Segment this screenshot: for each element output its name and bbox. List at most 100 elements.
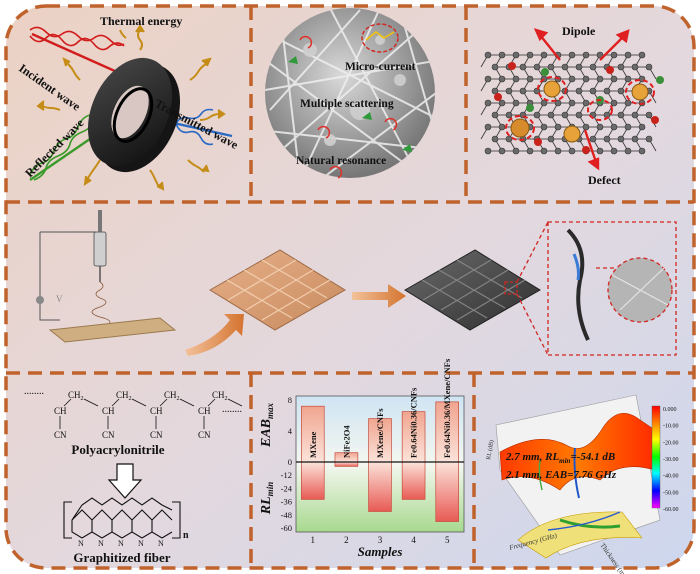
thermal-energy-label: Thermal energy	[100, 14, 182, 28]
oxygen-atoms	[494, 62, 659, 154]
carbon-atom	[561, 111, 569, 119]
x-tick-label: 4	[411, 535, 416, 545]
colorbar-tick-label: -60.00	[663, 507, 679, 513]
thermal-wave-icons	[36, 24, 226, 191]
natural-resonance-label: Natural resonance	[296, 155, 386, 167]
bar-rl-3	[368, 461, 392, 512]
voltage-symbol: V	[56, 294, 63, 304]
colorbar-tick-label: -50.00	[663, 490, 679, 496]
carbon-atom	[505, 111, 513, 119]
y-tick-bottom: -12	[281, 470, 292, 480]
carbon-atom	[540, 123, 548, 131]
zoom-callout	[516, 221, 677, 356]
carbon-atom	[617, 87, 625, 95]
carbon-atom	[610, 51, 618, 59]
outer-frame	[4, 4, 696, 570]
colorbar-tick-label: -10.00	[663, 424, 679, 430]
carbon-atom	[582, 51, 590, 59]
carbon-atom	[631, 135, 639, 143]
ch2-group: CH2	[212, 390, 228, 402]
chain-end-dots: ........	[222, 404, 242, 415]
surface-plot-panel: RL (dB) Thickness (mm) Frequency (GHz) 2…	[485, 394, 679, 574]
bar-rl-4	[401, 461, 426, 500]
incident-wave	[29, 26, 127, 78]
process-arrow-2	[352, 284, 406, 308]
polymer-label: Polyacrylonitrile	[71, 442, 164, 457]
ylabel-top: EABmax	[259, 402, 275, 448]
bond	[159, 398, 168, 407]
single-fiber	[566, 228, 590, 341]
bond	[63, 398, 72, 407]
conversion-arrow	[107, 463, 143, 499]
bond	[83, 398, 99, 407]
woven-fabric-carbonized	[404, 249, 541, 331]
dopant-atoms	[510, 80, 649, 143]
y-tick-bottom: -60	[281, 523, 292, 533]
y-tick-top: 8	[288, 395, 292, 405]
x-tick-label: 1	[311, 535, 316, 545]
svg-text:N: N	[158, 539, 164, 548]
carbon-atom	[610, 75, 618, 83]
carbon-atom	[624, 51, 632, 59]
process-panel: V	[36, 210, 677, 356]
carbon-atom	[568, 99, 576, 107]
carbon-atom	[624, 123, 632, 131]
carbon-atom	[617, 63, 625, 71]
dipole-arrows	[533, 28, 630, 171]
colorbar-tick-label: -40.00	[663, 474, 679, 480]
ch2-group: CH2	[116, 390, 132, 402]
x-tick-label: 5	[445, 535, 450, 545]
carbon-atom	[505, 135, 513, 143]
carbon-atom	[512, 147, 520, 155]
carbon-atom	[631, 63, 639, 71]
carbon-atom	[610, 99, 618, 107]
carbon-atom	[498, 123, 506, 131]
dipole-loops	[505, 76, 655, 141]
carbon-atom	[533, 111, 541, 119]
bar-label-3: MXene/CNFs	[375, 408, 385, 458]
ch-group: CH	[54, 406, 67, 416]
svg-text:N: N	[138, 539, 144, 548]
axis-rl-label: RL (dB)	[485, 439, 495, 460]
carbon-atom	[603, 87, 611, 95]
y-tick-bottom: -48	[281, 510, 292, 520]
repeat-index: n	[183, 530, 189, 541]
x-tick-label: 2	[344, 535, 349, 545]
multiple-scattering-label: Multiple scattering	[300, 98, 394, 110]
svg-text:N: N	[98, 539, 104, 548]
carbon-atom	[498, 147, 506, 155]
chemistry-panel: ........ ........ CH2CHCNCH2CHCNCH2CHCNC…	[24, 386, 243, 565]
bar-label-5: Fe0.64Ni0.36/MXene/CNFs	[442, 358, 452, 458]
carbon-atom	[547, 63, 555, 71]
y-tick-bottom: -36	[281, 497, 292, 507]
absorber-ring-panel: Thermal energy Incident wave Reflected w…	[16, 14, 241, 191]
carbon-atom	[645, 63, 653, 71]
bond	[131, 398, 147, 407]
carbon-atom	[610, 123, 618, 131]
ch-group: CH	[198, 406, 211, 416]
carbon-atom	[589, 135, 597, 143]
y-tick-bottom: -24	[281, 483, 293, 493]
carbon-atom	[491, 63, 499, 71]
carbon-atom	[624, 75, 632, 83]
cn-group: CN	[102, 430, 115, 440]
voltage-node	[36, 296, 44, 304]
colorbar	[651, 405, 661, 509]
carbon-atom	[491, 87, 499, 95]
ylabel-bottom: RLmin	[259, 482, 275, 515]
carbon-atom	[554, 147, 562, 155]
carbon-atom	[512, 75, 520, 83]
xlabel: Samples	[358, 544, 403, 559]
bar-rl-5	[435, 461, 459, 522]
ch2-group: CH2	[164, 390, 180, 402]
dipole-label: Dipole	[562, 24, 596, 38]
defect-label: Defect	[588, 173, 621, 187]
carbon-atom	[568, 75, 576, 83]
carbon-atom	[582, 99, 590, 107]
carbon-atom	[519, 63, 527, 71]
carbon-atom	[498, 51, 506, 59]
carbon-atom	[512, 99, 520, 107]
carbon-atom	[512, 51, 520, 59]
